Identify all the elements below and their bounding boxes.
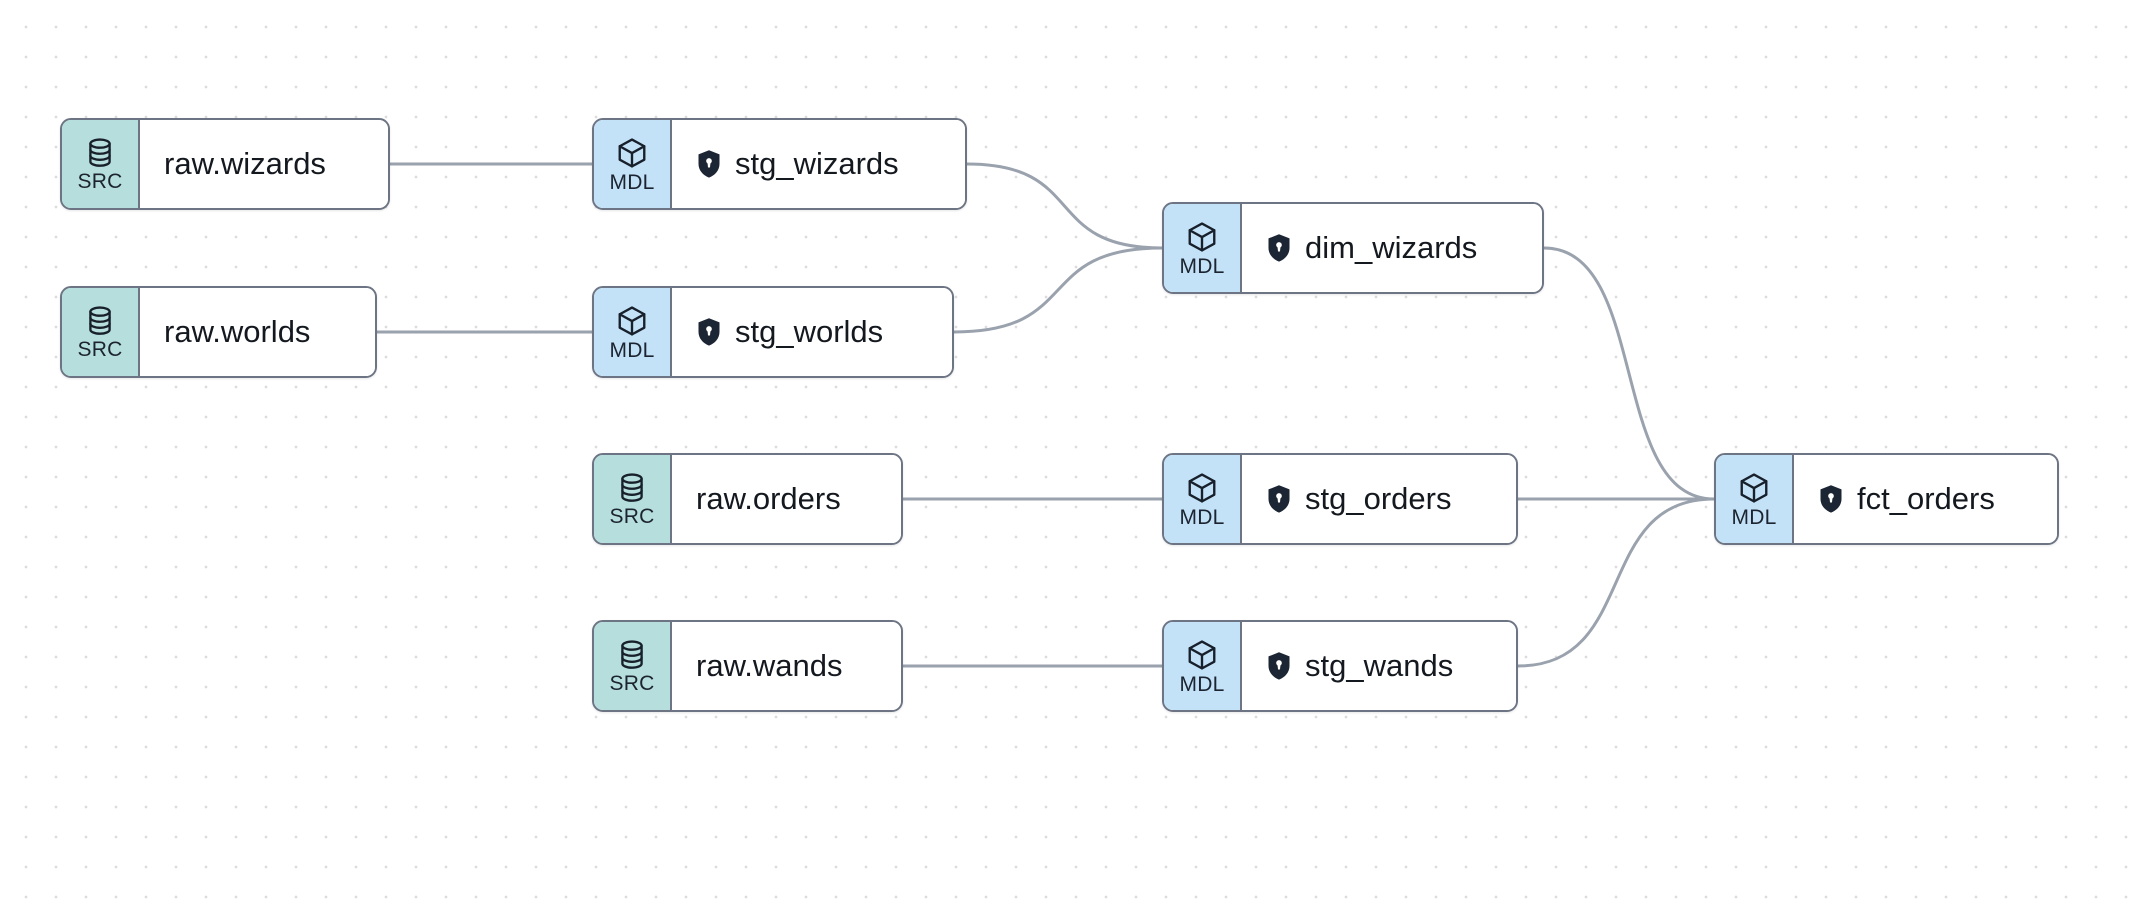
node-badge-label: MDL bbox=[1179, 672, 1225, 696]
node-label: stg_orders bbox=[1305, 481, 1452, 516]
node-badge-src: SRC bbox=[594, 622, 672, 710]
node-body: fct_orders bbox=[1794, 455, 2057, 543]
node-label: stg_wands bbox=[1305, 648, 1454, 683]
node-body: stg_worlds bbox=[672, 288, 952, 376]
cube-icon bbox=[1186, 639, 1218, 673]
node-label: raw.wands bbox=[696, 648, 843, 683]
cube-icon bbox=[1738, 472, 1770, 506]
node-stg_orders[interactable]: MDL stg_orders bbox=[1162, 453, 1518, 545]
node-badge-mdl: MDL bbox=[1716, 455, 1794, 543]
node-raw_wizards[interactable]: SRC raw.wizards bbox=[60, 118, 390, 210]
node-badge-label: MDL bbox=[1179, 505, 1225, 529]
shield-lock-icon bbox=[696, 317, 722, 347]
node-dim_wizards[interactable]: MDL dim_wizards bbox=[1162, 202, 1544, 294]
edge-stg_wands-to-fct_orders bbox=[1516, 497, 1716, 668]
shield-lock-icon bbox=[1266, 651, 1292, 681]
database-icon bbox=[85, 305, 115, 338]
node-badge-src: SRC bbox=[62, 288, 140, 376]
node-badge-mdl: MDL bbox=[1164, 622, 1242, 710]
node-badge-label: SRC bbox=[609, 671, 655, 695]
node-stg_worlds[interactable]: MDL stg_worlds bbox=[592, 286, 954, 378]
node-label: stg_worlds bbox=[735, 314, 884, 349]
node-raw_wands[interactable]: SRC raw.wands bbox=[592, 620, 903, 712]
node-fct_orders[interactable]: MDL fct_orders bbox=[1714, 453, 2059, 545]
node-stg_wizards[interactable]: MDL stg_wizards bbox=[592, 118, 967, 210]
cube-icon bbox=[1186, 221, 1218, 255]
node-raw_worlds[interactable]: SRC raw.worlds bbox=[60, 286, 377, 378]
database-icon bbox=[85, 137, 115, 170]
edge-stg_wizards-to-dim_wizards bbox=[965, 162, 1164, 250]
node-body: raw.wizards bbox=[140, 120, 388, 208]
node-badge-src: SRC bbox=[594, 455, 672, 543]
node-badge-mdl: MDL bbox=[594, 120, 672, 208]
node-badge-label: SRC bbox=[609, 504, 655, 528]
cube-icon bbox=[1186, 472, 1218, 506]
node-badge-label: MDL bbox=[1179, 254, 1225, 278]
node-body: stg_wands bbox=[1242, 622, 1516, 710]
node-body: stg_wizards bbox=[672, 120, 965, 208]
node-badge-label: SRC bbox=[77, 169, 123, 193]
database-icon bbox=[617, 472, 647, 505]
node-body: raw.wands bbox=[672, 622, 901, 710]
shield-lock-icon bbox=[1818, 484, 1844, 514]
node-body: raw.worlds bbox=[140, 288, 375, 376]
node-label: raw.worlds bbox=[164, 314, 311, 349]
node-raw_orders[interactable]: SRC raw.orders bbox=[592, 453, 903, 545]
shield-lock-icon bbox=[696, 149, 722, 179]
node-label: raw.orders bbox=[696, 481, 841, 516]
shield-lock-icon bbox=[1266, 484, 1292, 514]
node-label: stg_wizards bbox=[735, 146, 899, 181]
node-badge-mdl: MDL bbox=[1164, 455, 1242, 543]
node-badge-label: SRC bbox=[77, 337, 123, 361]
node-body: dim_wizards bbox=[1242, 204, 1542, 292]
node-badge-label: MDL bbox=[609, 338, 655, 362]
node-label: fct_orders bbox=[1857, 481, 1995, 516]
cube-icon bbox=[616, 137, 648, 171]
node-label: dim_wizards bbox=[1305, 230, 1478, 265]
node-badge-src: SRC bbox=[62, 120, 140, 208]
node-badge-label: MDL bbox=[1731, 505, 1777, 529]
edge-dim_wizards-to-fct_orders bbox=[1542, 246, 1716, 501]
database-icon bbox=[617, 639, 647, 672]
node-badge-mdl: MDL bbox=[594, 288, 672, 376]
node-badge-mdl: MDL bbox=[1164, 204, 1242, 292]
edge-stg_worlds-to-dim_wizards bbox=[952, 246, 1164, 334]
node-label: raw.wizards bbox=[164, 146, 326, 181]
node-body: raw.orders bbox=[672, 455, 901, 543]
node-badge-label: MDL bbox=[609, 170, 655, 194]
shield-lock-icon bbox=[1266, 233, 1292, 263]
node-stg_wands[interactable]: MDL stg_wands bbox=[1162, 620, 1518, 712]
cube-icon bbox=[616, 305, 648, 339]
node-body: stg_orders bbox=[1242, 455, 1516, 543]
